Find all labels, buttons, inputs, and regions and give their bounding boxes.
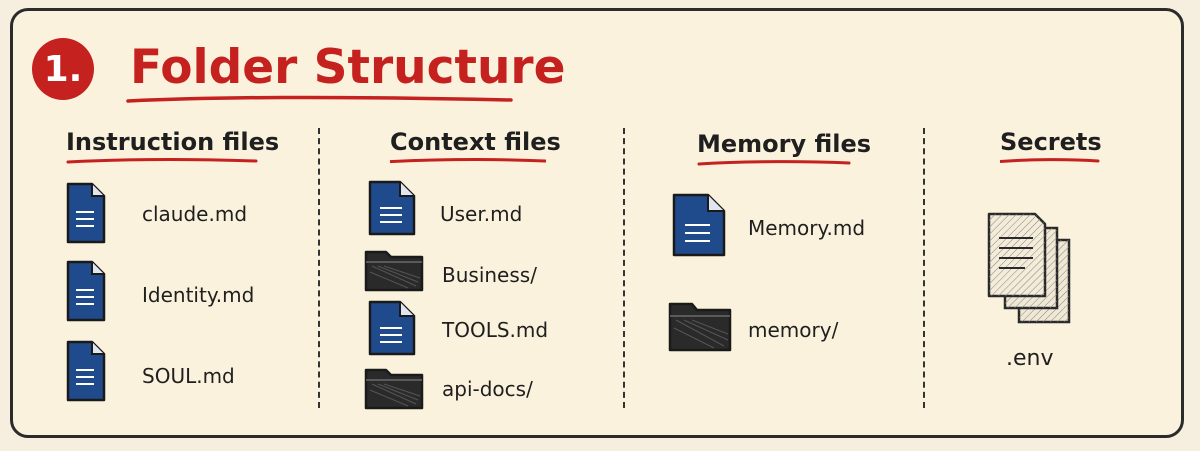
title-underline bbox=[126, 95, 513, 103]
folder-icon bbox=[364, 250, 424, 292]
file-item[interactable] bbox=[66, 182, 106, 244]
secret-files-icon bbox=[987, 212, 1071, 324]
file-label: Memory.md bbox=[748, 216, 866, 240]
section-number: 1. bbox=[43, 48, 83, 90]
column-heading-secrets: Secrets bbox=[1000, 128, 1102, 166]
document-icon bbox=[672, 193, 726, 257]
document-icon bbox=[66, 340, 106, 402]
folder-item[interactable] bbox=[364, 246, 424, 292]
file-item[interactable] bbox=[66, 340, 106, 402]
file-label: SOUL.md bbox=[142, 364, 235, 388]
file-label: TOOLS.md bbox=[442, 318, 549, 342]
column-divider bbox=[923, 128, 925, 408]
file-label: Identity.md bbox=[142, 283, 255, 307]
file-label: User.md bbox=[440, 202, 523, 226]
section-number-badge: 1. bbox=[32, 38, 94, 100]
column-heading-memory: Memory files bbox=[697, 130, 871, 168]
file-item[interactable] bbox=[66, 260, 106, 322]
column-heading-instruction: Instruction files bbox=[66, 128, 279, 166]
column-divider bbox=[623, 128, 625, 408]
document-icon bbox=[368, 300, 416, 356]
file-item[interactable] bbox=[368, 300, 416, 356]
folder-icon bbox=[668, 302, 732, 352]
column-heading-context: Context files bbox=[390, 128, 561, 166]
file-label: claude.md bbox=[142, 202, 248, 226]
page-title: Folder Structure bbox=[130, 40, 566, 95]
file-item[interactable] bbox=[368, 180, 416, 236]
column-divider bbox=[318, 128, 320, 408]
folder-icon bbox=[364, 368, 424, 410]
folder-label: memory/ bbox=[748, 318, 839, 342]
folder-item[interactable] bbox=[364, 364, 424, 410]
document-icon bbox=[66, 260, 106, 322]
document-icon bbox=[368, 180, 416, 236]
folder-label: api-docs/ bbox=[442, 377, 533, 401]
document-icon bbox=[66, 182, 106, 244]
folder-item[interactable] bbox=[668, 298, 732, 352]
file-label: .env bbox=[1006, 346, 1054, 371]
secret-file-item[interactable] bbox=[985, 210, 1075, 328]
folder-label: Business/ bbox=[442, 263, 537, 287]
file-item[interactable] bbox=[672, 193, 726, 257]
